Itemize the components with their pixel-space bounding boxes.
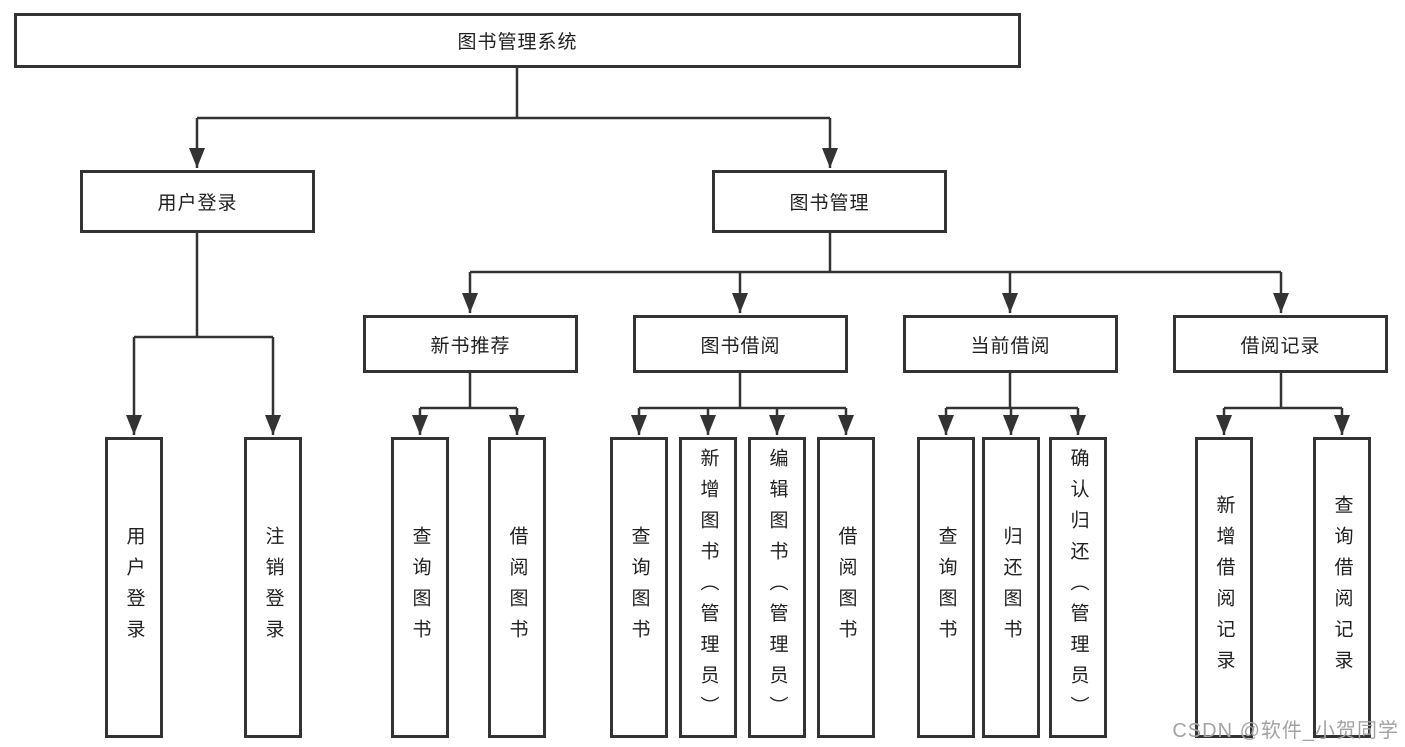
node-label: 新书推荐 (430, 335, 511, 357)
node-label: 当前借阅 (970, 335, 1051, 357)
node-library-management-system: 图书管理系统 (14, 13, 1021, 68)
node-query-books: 查询图书 (610, 437, 668, 738)
node-label: 注销登录 (262, 525, 284, 650)
node-add-books-admin: 新增图书（管理员） (679, 437, 737, 738)
node-confirm-return-admin: 确认归还（管理员） (1049, 437, 1107, 738)
node-label: 图书管理 (789, 193, 870, 214)
node-label: 查询借阅记录 (1331, 494, 1353, 681)
node-borrow-books: 借阅图书 (817, 437, 875, 738)
node-user-login-leaf: 用户登录 (105, 437, 163, 738)
node-borrowing-records: 借阅记录 (1173, 315, 1388, 373)
node-return-books: 归还图书 (982, 437, 1040, 738)
node-logout: 注销登录 (244, 437, 302, 738)
node-label: 新增图书（管理员） (697, 448, 719, 727)
node-book-borrowing: 图书借阅 (633, 315, 848, 373)
node-label: 用户登录 (123, 525, 145, 650)
node-borrow-books: 借阅图书 (488, 437, 546, 738)
node-label: 图书管理系统 (457, 32, 578, 53)
node-label: 图书借阅 (700, 335, 781, 357)
node-label: 查询图书 (935, 525, 957, 650)
node-label: 归还图书 (1000, 525, 1022, 650)
node-label: 借阅记录 (1240, 335, 1321, 357)
node-query-books: 查询图书 (391, 437, 449, 738)
node-user-login: 用户登录 (80, 170, 315, 233)
csdn-watermark: CSDN @软件_小贺同学 (1172, 720, 1399, 742)
node-new-book-recommend: 新书推荐 (363, 315, 578, 373)
node-label: 借阅图书 (506, 525, 528, 650)
node-current-borrowing: 当前借阅 (903, 315, 1118, 373)
node-label: 编辑图书（管理员） (766, 448, 788, 727)
node-label: 查询图书 (628, 525, 650, 650)
node-label: 新增借阅记录 (1213, 494, 1235, 681)
node-query-borrow-record: 查询借阅记录 (1313, 437, 1371, 738)
node-label: 确认归还（管理员） (1067, 448, 1089, 727)
node-label: 查询图书 (409, 525, 431, 650)
node-label: 用户登录 (157, 193, 238, 214)
node-add-borrow-record: 新增借阅记录 (1195, 437, 1253, 738)
node-book-management: 图书管理 (712, 170, 947, 233)
node-query-books: 查询图书 (917, 437, 975, 738)
node-label: 借阅图书 (835, 525, 857, 650)
node-edit-books-admin: 编辑图书（管理员） (748, 437, 806, 738)
